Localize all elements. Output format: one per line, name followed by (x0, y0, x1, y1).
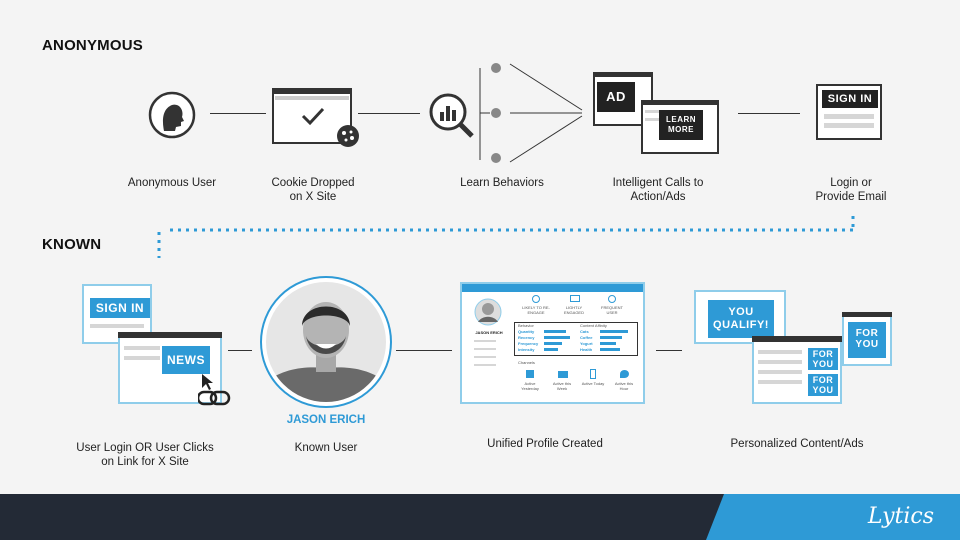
learn-more-tag: LEARN MORE (659, 110, 703, 140)
stat-label: FREQUENT USER (601, 305, 623, 315)
section-anonymous: ANONYMOUS (42, 37, 143, 54)
connector (656, 350, 682, 351)
ad-screens-icon: AD LEARN MORE (593, 72, 721, 156)
step-label: Login or Provide Email (815, 177, 887, 203)
affinity-header: Content Affinity (580, 323, 607, 328)
channel-label: Active this Week (552, 381, 572, 391)
card-name: JASON ERICH (475, 330, 503, 335)
behavior-row: Recency (518, 335, 535, 340)
login-news-screens-icon: SIGN IN NEWS (82, 284, 242, 408)
connector (228, 350, 252, 351)
behavior-row: Quantity (518, 329, 535, 334)
channels-header: Channels (518, 360, 535, 365)
email-icon (558, 371, 568, 378)
for-you-tag: FOR YOU (808, 374, 838, 396)
cookie-browser-icon (272, 88, 359, 147)
step-label: User Login OR User Clicks on Link for X … (76, 442, 214, 468)
affinity-row: Yogurt (580, 341, 593, 346)
you-qualify-tag: YOU QUALIFY! (708, 300, 774, 338)
step-label: Cookie Dropped on X Site (271, 177, 355, 203)
step-label: Anonymous User (127, 177, 217, 189)
behavior-row: Intensity (518, 347, 535, 352)
news-tag: NEWS (162, 346, 210, 374)
for-you-tag: FOR YOU (808, 348, 838, 370)
affinity-row: Cats (580, 329, 589, 334)
channel-label: Active Today (581, 381, 605, 386)
cookie-icon (337, 125, 359, 147)
person-name: JASON ERICH (286, 414, 366, 426)
step-label: Personalized Content/Ads (730, 438, 864, 450)
magnifier-chart-icon (428, 92, 476, 140)
step-label: Intelligent Calls to Action/Ads (612, 177, 704, 203)
unified-profile-card: JASON ERICH LIKELY TO RE-ENGAGE LIGHTLY … (460, 282, 645, 404)
stat-icon (608, 295, 616, 303)
stat-label: LIKELY TO RE-ENGAGE (522, 305, 550, 315)
connector (738, 113, 800, 114)
for-you-tag: FOR YOU (848, 322, 886, 358)
connector (396, 350, 452, 351)
anonymous-user-icon (148, 91, 196, 139)
ad-tag: AD (597, 82, 635, 112)
known-user-avatar (260, 276, 392, 408)
facebook-icon (526, 370, 534, 378)
profile-photo (474, 298, 502, 326)
sign-in-tag: SIGN IN (822, 90, 878, 108)
personalized-screens-icon: YOU QUALIFY! FOR YOU FOR YOU FOR YOU (694, 290, 894, 408)
connector (210, 113, 266, 114)
section-known: KNOWN (42, 236, 102, 253)
branch-connector (479, 63, 583, 163)
step-label: Known User (294, 442, 358, 454)
step-label: Learn Behaviors (460, 177, 544, 189)
footer-accent (706, 494, 960, 540)
sign-in-screen-icon: SIGN IN (816, 84, 884, 142)
twitter-icon (620, 370, 629, 378)
dotted-transition-line (157, 216, 855, 258)
sign-in-blue-tag: SIGN IN (90, 298, 150, 318)
stat-icon (570, 295, 580, 302)
affinity-row: Coffee (580, 335, 593, 340)
channel-label: Active Yesterday (521, 381, 539, 391)
mobile-icon (590, 369, 596, 379)
behavior-header: Behavior (518, 323, 534, 328)
channel-label: Active this Hour (614, 381, 634, 391)
step-label: Unified Profile Created (487, 438, 603, 450)
behavior-affinity-panel (514, 322, 638, 356)
stat-label: LIGHTLY ENGAGED (563, 305, 584, 315)
connector (358, 113, 420, 114)
behavior-row: Frequency (518, 341, 539, 346)
affinity-row: Health (580, 347, 593, 352)
brand-logo: Lytics (867, 504, 934, 529)
stat-icon (532, 295, 540, 303)
cursor-link-icon (198, 374, 231, 406)
